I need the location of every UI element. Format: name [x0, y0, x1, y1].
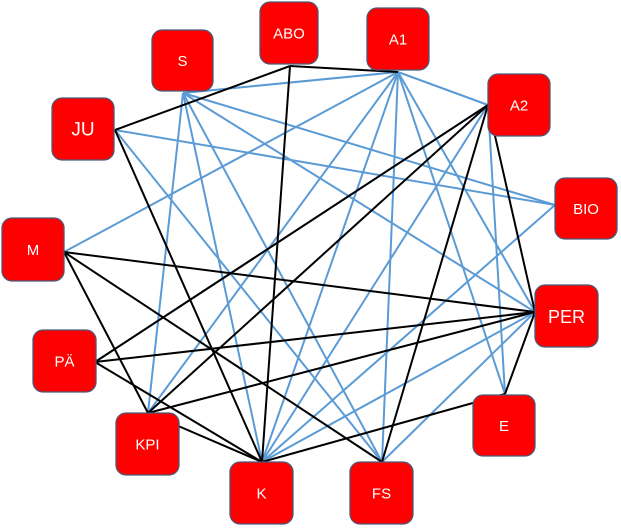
node-box: [259, 1, 319, 65]
edge-k-e: [261, 393, 506, 463]
node-label: JU: [71, 120, 94, 141]
edge-kpi-a2: [147, 104, 489, 414]
node-bio: BIO: [554, 177, 618, 240]
node-s: S: [151, 29, 214, 92]
node-box: [115, 412, 180, 476]
edge-ju-abo: [114, 65, 291, 131]
edge-a1-a2: [397, 71, 489, 106]
edge-a2-k: [261, 104, 489, 463]
edge-a1-kpi: [147, 71, 399, 414]
edge-pa-k: [94, 361, 263, 463]
edge-a1-per: [397, 71, 536, 313]
edge-m-per: [63, 251, 536, 313]
node-ju: JU: [51, 97, 115, 161]
node-box: [534, 284, 599, 348]
node-per: PER: [534, 284, 599, 348]
node-label: ABO: [273, 26, 305, 43]
edge-a2-fs: [381, 104, 489, 463]
node-box: [51, 97, 115, 161]
node-m: M: [1, 217, 65, 282]
node-box: [32, 329, 97, 393]
node-label: E: [499, 418, 509, 435]
edge-layer: [63, 65, 556, 463]
node-label: K: [256, 486, 266, 503]
node-box: [366, 7, 430, 71]
node-box: [472, 394, 536, 457]
node-label: M: [27, 242, 40, 259]
node-label: FS: [372, 486, 391, 503]
node-kpi: KPI: [115, 412, 180, 476]
node-e: E: [472, 394, 536, 457]
edge-a1-m: [63, 71, 399, 253]
edge-bio-k: [261, 204, 556, 463]
edge-pa-per: [94, 311, 536, 363]
node-box: [487, 73, 551, 137]
edge-kpi-per: [147, 311, 536, 414]
node-label: S: [177, 53, 187, 70]
node-box: [229, 461, 294, 525]
edge-abo-k: [261, 65, 291, 463]
edge-ju-fs: [114, 129, 383, 463]
node-label: BIO: [573, 201, 599, 218]
node-pa: PÄ: [32, 329, 97, 393]
node-fs: FS: [349, 461, 414, 525]
edge-ju-k: [114, 129, 263, 463]
node-a2: A2: [487, 73, 551, 137]
edge-m-fs: [63, 251, 383, 463]
edge-a1-e: [397, 71, 506, 395]
node-k: K: [229, 461, 294, 525]
edge-per-fs: [381, 311, 536, 463]
node-label: PÄ: [54, 354, 74, 371]
edge-a1-fs: [381, 71, 399, 463]
node-box: [1, 217, 65, 282]
node-a1: A1: [366, 7, 430, 71]
edge-a1-s: [182, 71, 399, 94]
edge-abo-a1: [289, 65, 399, 73]
edge-a2-per: [487, 104, 536, 313]
edge-s-fs: [182, 92, 383, 463]
node-box: [349, 461, 414, 525]
node-label: A1: [389, 32, 407, 49]
node-abo: ABO: [259, 1, 319, 65]
node-label: A2: [510, 98, 528, 115]
node-box: [554, 177, 618, 240]
edge-per-k: [261, 311, 536, 463]
node-box: [151, 29, 214, 92]
node-label: KPI: [135, 437, 159, 454]
edge-per-e: [504, 311, 536, 395]
edge-s-per: [182, 92, 536, 313]
edge-s-kpi: [147, 92, 184, 414]
edge-pa-a2: [94, 104, 489, 363]
node-label: PER: [548, 307, 585, 327]
edge-ju-bio: [114, 129, 556, 206]
edge-a2-e: [487, 104, 506, 395]
